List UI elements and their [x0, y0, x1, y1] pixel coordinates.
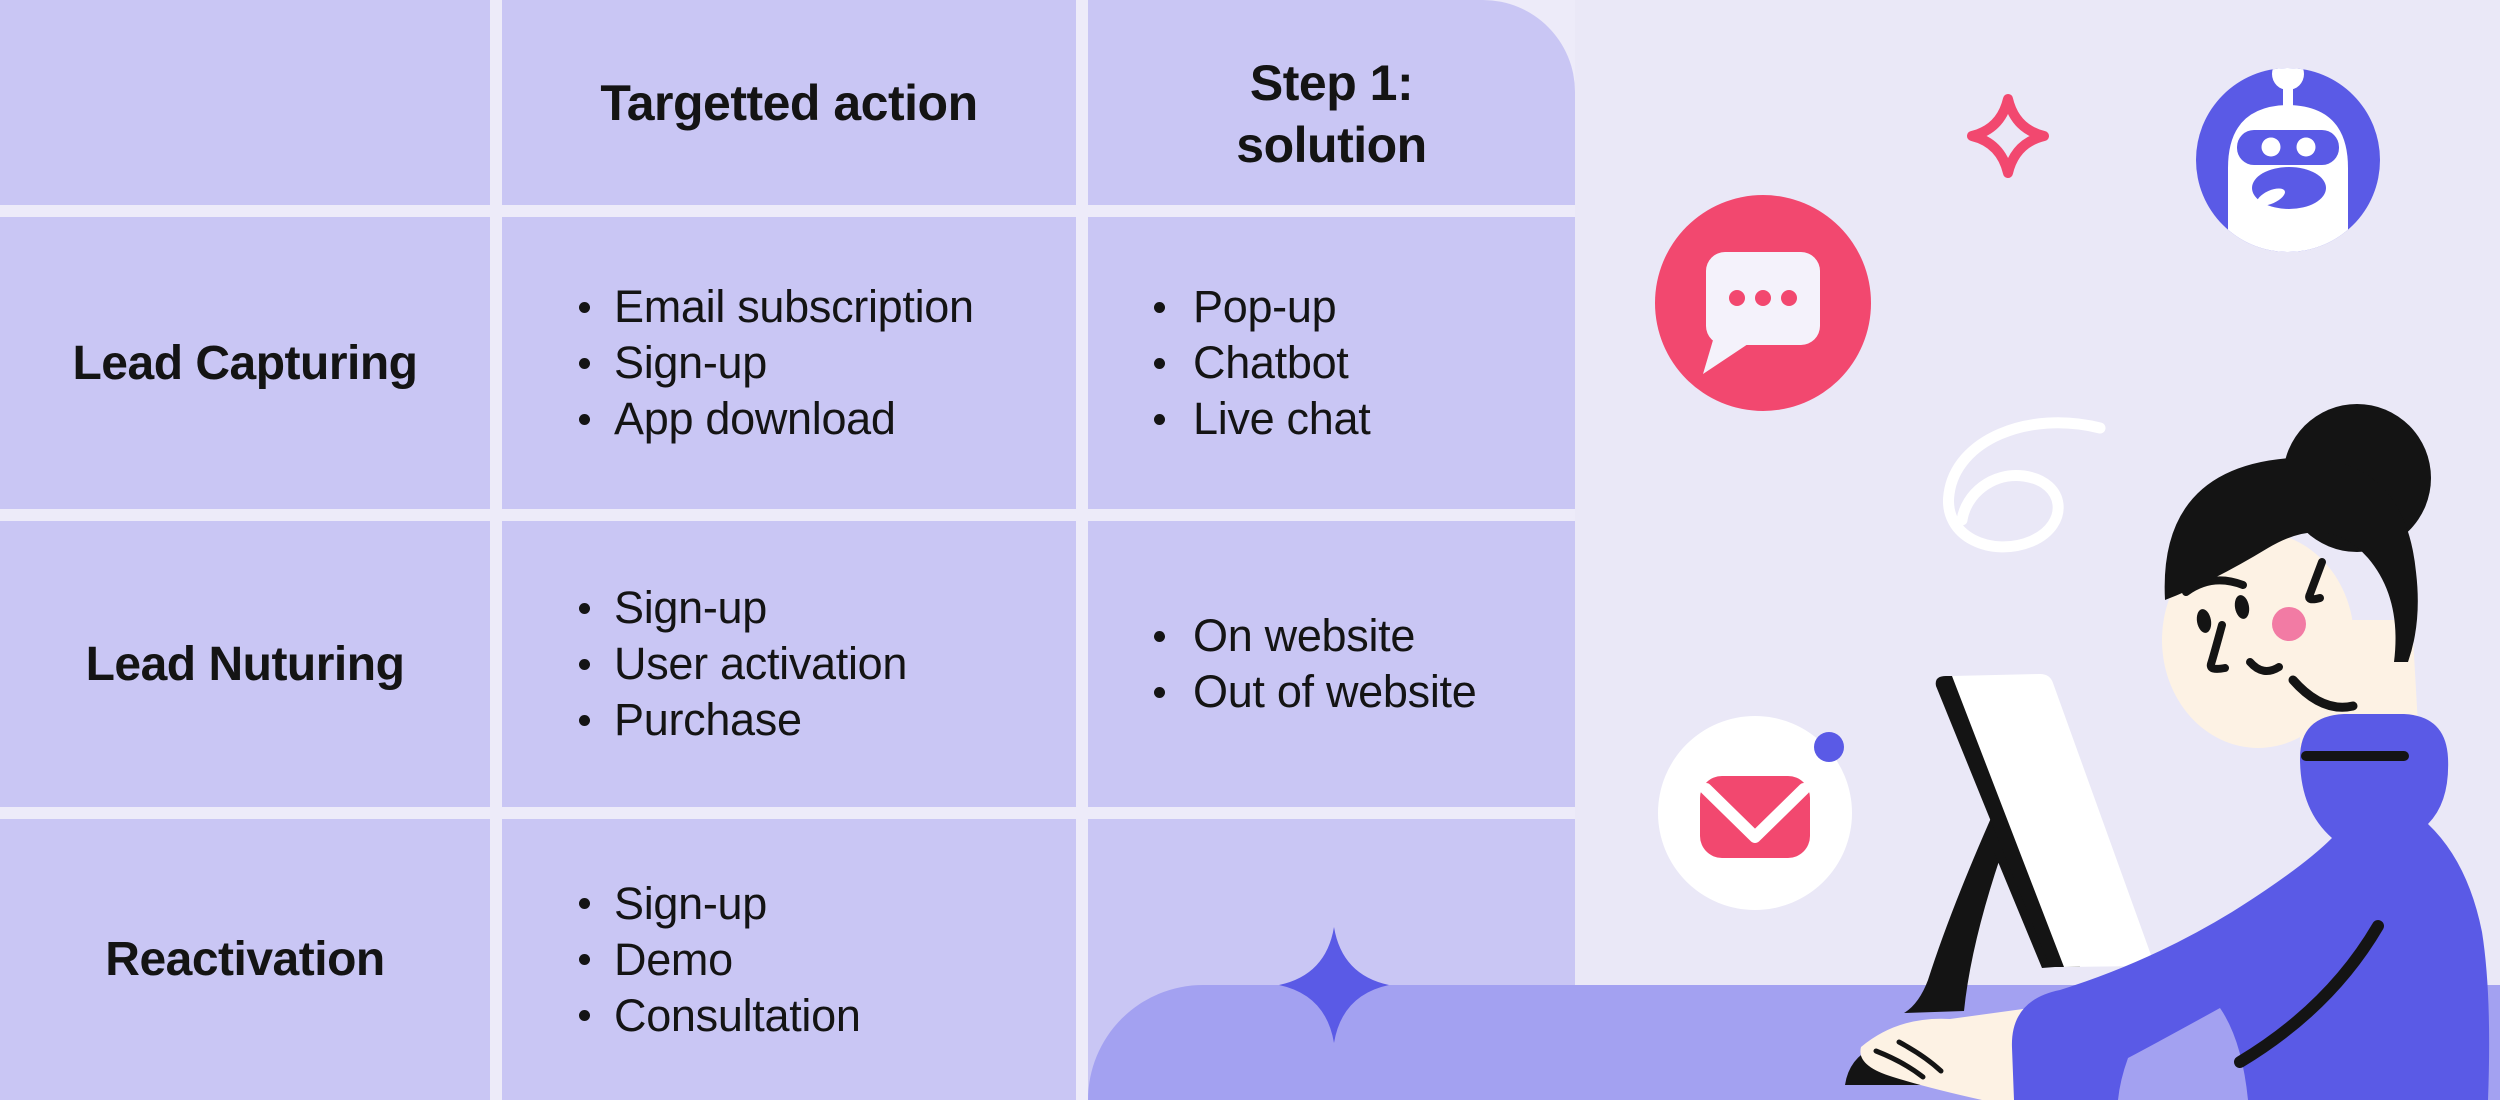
bullet-text: Pop-up — [1193, 281, 1337, 332]
bullet-dot — [1154, 357, 1165, 369]
header-cell-empty — [0, 0, 490, 205]
bullet-text: Sign-up — [614, 877, 768, 929]
bullet-dot — [579, 898, 590, 909]
row-label-reactivation: Reactivation — [0, 819, 490, 1100]
bullet-text: On website — [1193, 610, 1416, 661]
column-header-solution-line1: Step 1: — [1249, 54, 1414, 111]
bullet-text: Sign-up — [614, 337, 768, 388]
bullet-dot — [579, 413, 590, 425]
bullet-text: Consultation — [614, 989, 861, 1041]
header-cell-solution: Step 1: solution — [1088, 0, 1575, 205]
row-label-lead-nuturing: Lead Nuturing — [0, 521, 490, 807]
header-cell-action: Targetted action — [502, 0, 1076, 205]
bullet-dot — [579, 602, 590, 614]
bullet-dot — [1154, 630, 1165, 642]
bullet-item: User activation — [502, 636, 1076, 692]
bullet-item: Sign-up — [502, 876, 1076, 932]
bullet-item: App download — [502, 391, 1076, 447]
bullet-text: Live chat — [1193, 393, 1371, 444]
column-header-action: Targetted action — [600, 74, 978, 131]
bullet-text: Out of website — [1193, 666, 1477, 717]
bullet-text: Email subscription — [614, 281, 974, 332]
bullet-dot — [579, 954, 590, 965]
bullet-text: User activation — [614, 638, 908, 689]
bullet-item: Consultation — [502, 988, 1076, 1044]
column-header-solution: Step 1: solution — [1236, 52, 1427, 176]
row-label-lead-capturing: Lead Capturing — [0, 217, 490, 509]
bullet-text: Demo — [614, 933, 733, 985]
bullet-dot — [1154, 686, 1165, 698]
bullet-dot — [579, 714, 590, 726]
bullet-text: Purchase — [614, 694, 802, 745]
bullet-item: Demo — [502, 932, 1076, 988]
bullet-dot — [1154, 413, 1165, 425]
bullet-dot — [579, 1010, 590, 1021]
bullet-item: Chatbot — [1088, 335, 1575, 391]
bullet-text: App download — [614, 393, 896, 444]
bullet-dot — [1154, 301, 1165, 313]
bottom-banner — [1088, 985, 2500, 1100]
bullet-dot — [579, 357, 590, 369]
bullet-dot — [579, 658, 590, 670]
bullet-item: Live chat — [1088, 391, 1575, 447]
bullet-dot — [579, 301, 590, 313]
bullet-item: Email subscription — [502, 279, 1076, 335]
illustration-panel — [1575, 0, 2500, 1100]
column-header-solution-line2: solution — [1236, 116, 1427, 173]
bullet-item: On website — [1088, 608, 1575, 664]
bullet-item: Purchase — [502, 692, 1076, 748]
bullet-text: Sign-up — [614, 582, 768, 633]
bullet-item: Pop-up — [1088, 279, 1575, 335]
bullet-item: Sign-up — [502, 335, 1076, 391]
bullet-item: Out of website — [1088, 664, 1575, 720]
bullet-text: Chatbot — [1193, 337, 1349, 388]
bullet-item: Sign-up — [502, 580, 1076, 636]
